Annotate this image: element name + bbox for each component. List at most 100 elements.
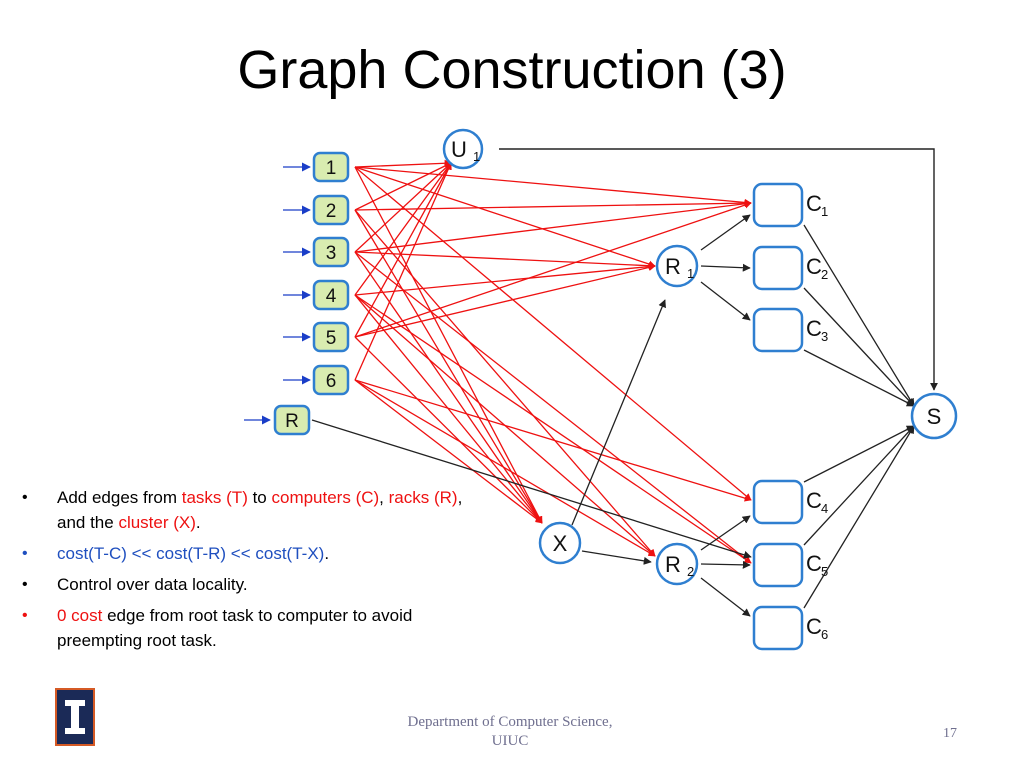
task-label: 1 <box>326 158 337 179</box>
task-edge <box>354 162 452 253</box>
page-number: 17 <box>943 726 957 741</box>
computer-to-sink-edge <box>803 224 915 407</box>
computer-label: C <box>806 551 822 576</box>
task-label: 3 <box>326 243 337 264</box>
computer-subscript: 3 <box>821 329 828 344</box>
rack-node-subscript: 1 <box>687 266 694 281</box>
bullet-dot: • <box>22 489 28 506</box>
root-task-node: R <box>273 404 311 436</box>
task-node: 2 <box>312 194 350 226</box>
task-edge <box>354 201 752 338</box>
computer-subscript: 2 <box>821 267 828 282</box>
footer-line-1: Department of Computer Science, <box>407 714 613 730</box>
task-label: 5 <box>326 328 337 349</box>
task-edge <box>354 159 452 168</box>
task-node: 1 <box>312 151 350 183</box>
unscheduled-node-subscript: 1 <box>473 149 480 164</box>
bullet-text: . <box>324 544 330 563</box>
bullet-item: • 0 cost edge from root task to computer … <box>20 603 470 653</box>
rack-edge <box>700 577 751 617</box>
task-edge <box>354 166 656 268</box>
computer-label: C <box>806 316 822 341</box>
task-edge <box>354 162 452 338</box>
bullet-text: , and the <box>57 488 463 532</box>
bullet-list: •Add edges from tasks (T) to computers (… <box>20 485 470 659</box>
rack-edge <box>700 281 751 321</box>
task-edge <box>354 199 752 211</box>
rack-edge <box>700 263 751 272</box>
task-node: 6 <box>312 364 350 396</box>
task-edge <box>354 251 543 524</box>
illinois-block-i-icon <box>65 700 85 734</box>
computer-to-sink-edge <box>803 425 915 546</box>
bullet-dot: • <box>22 545 28 562</box>
footer-department: Department of Computer Science, UIUC <box>360 713 660 751</box>
cluster-node-label: X <box>553 531 568 556</box>
task-edge <box>354 251 752 564</box>
computer-to-sink-edge <box>803 287 915 407</box>
task-edge <box>354 294 752 564</box>
task-edge <box>354 200 752 253</box>
bullet-text: computers (C) <box>271 488 380 507</box>
task-edge <box>354 379 543 524</box>
bullet-item: •Add edges from tasks (T) to computers (… <box>20 485 470 535</box>
bullet-dot: • <box>22 607 28 624</box>
computer-to-sink-edge <box>803 425 915 483</box>
task-edge <box>354 166 752 501</box>
bullet-text: cluster (X) <box>118 513 196 532</box>
task-edge <box>354 336 543 524</box>
task-edge <box>354 379 752 502</box>
task-edge <box>354 162 452 211</box>
task-node: 5 <box>312 321 350 353</box>
computer-subscript: 5 <box>821 564 828 579</box>
bullet-text: 0 cost <box>57 606 103 625</box>
root-task-label: R <box>285 411 299 432</box>
task-edge <box>354 162 452 381</box>
unscheduled-node-label: U <box>451 137 467 162</box>
rack-edge <box>700 515 751 551</box>
task-node: 3 <box>312 236 350 268</box>
unscheduled-to-sink-edge <box>499 148 938 391</box>
bullet-dot: • <box>22 576 28 593</box>
bullet-text: Control over data locality. <box>57 575 248 594</box>
task-edge <box>354 263 656 296</box>
task-label: 4 <box>326 286 337 307</box>
task-edge <box>354 264 656 338</box>
cluster-node: X <box>538 521 582 565</box>
task-edge <box>354 251 656 270</box>
bullet-text: racks (R) <box>388 488 458 507</box>
sink-node-label: S <box>927 404 942 429</box>
rack-node-subscript: 2 <box>687 564 694 579</box>
task-edge <box>354 162 452 296</box>
task-label: 6 <box>326 371 337 392</box>
rack-node-label: R <box>665 254 681 279</box>
computer-label: C <box>806 254 822 279</box>
edges-layer <box>244 148 938 617</box>
bullet-text: , <box>379 488 389 507</box>
computer-to-sink-edge <box>803 349 915 407</box>
task-edge <box>354 379 656 557</box>
computer-label: C <box>806 488 822 513</box>
bullet-item: •cost(T-C) << cost(T-R) << cost(T-X). <box>20 541 470 566</box>
rack-edge <box>700 560 751 569</box>
computer-subscript: 6 <box>821 627 828 642</box>
task-edge <box>354 166 543 524</box>
footer-line-2: UIUC <box>491 733 529 749</box>
university-logo <box>55 688 95 746</box>
computer-label: C <box>806 614 822 639</box>
bullet-text: edge from root task to computer to avoid… <box>57 606 413 650</box>
bullet-text: to <box>247 488 272 507</box>
rack-node-label: R <box>665 552 681 577</box>
cluster-edge <box>571 299 666 526</box>
